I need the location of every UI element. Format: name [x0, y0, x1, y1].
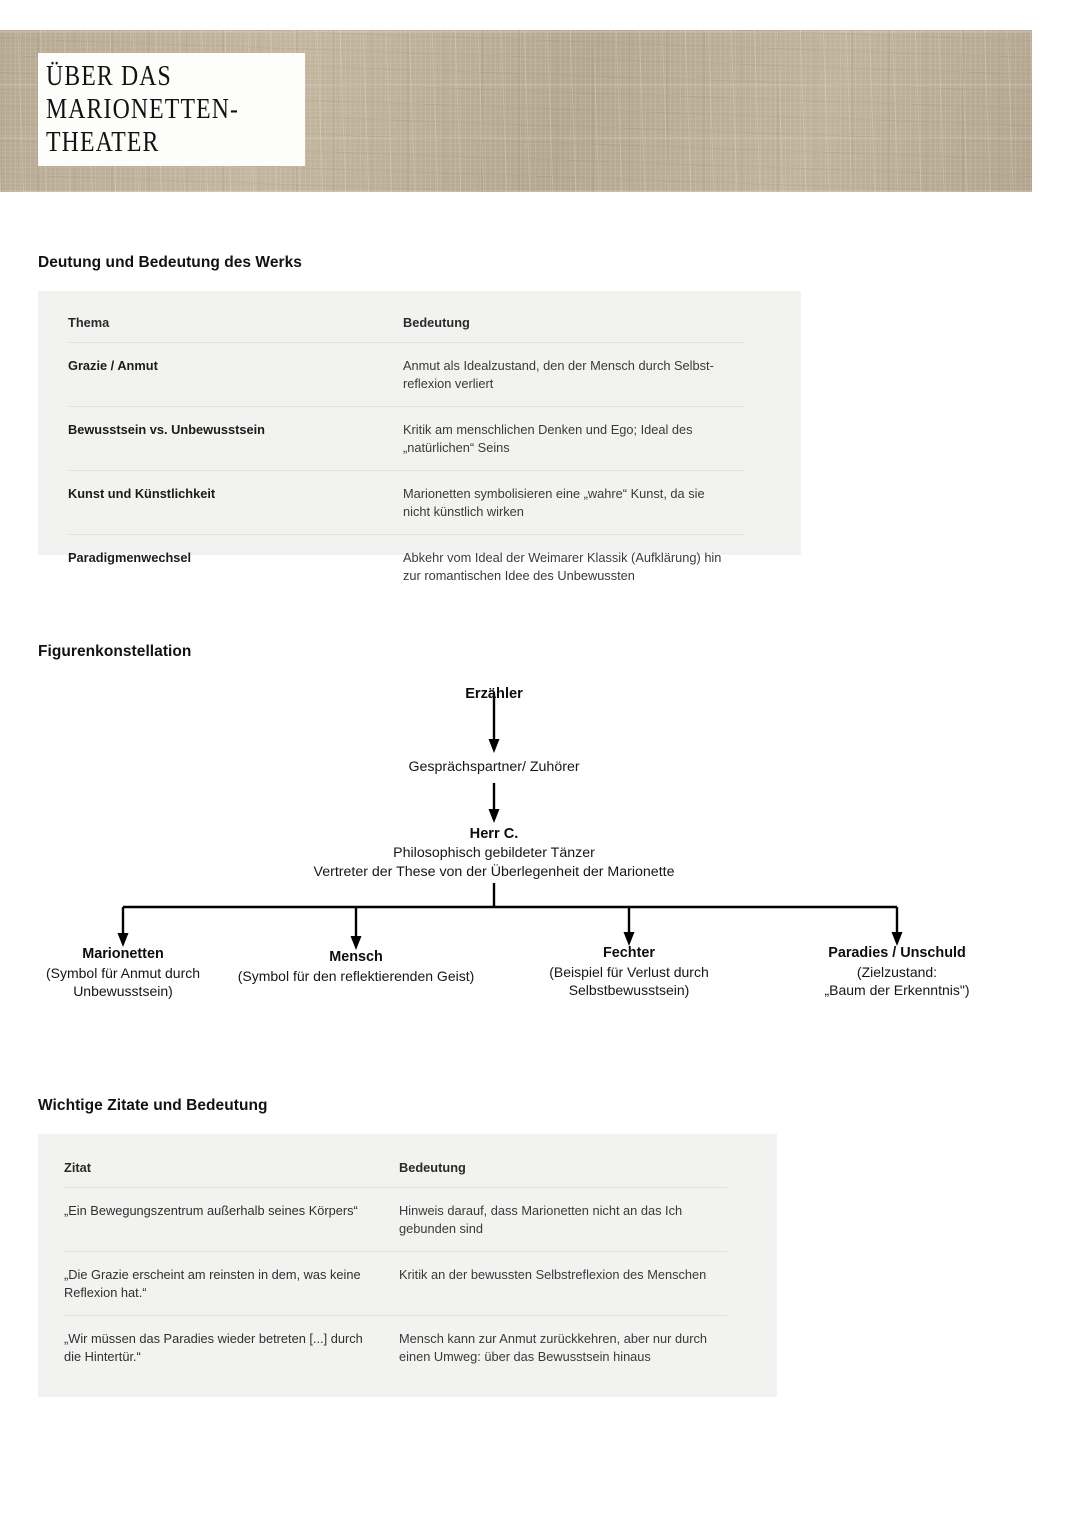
table-zitate: Zitat Bedeutung „Ein Bewegungszentrum au…	[64, 1160, 727, 1379]
panel-deutung: Thema Bedeutung Grazie / Anmut Anmut als…	[38, 291, 801, 583]
diagram-connectors	[117, 693, 903, 950]
title-line-3: THEATER	[46, 127, 160, 158]
node-erzaehler: Erzähler	[394, 685, 594, 704]
cell-thema: Bewusstsein vs. Unbewusstsein	[68, 406, 403, 471]
section-heading-deutung: Deutung und Bedeutung des Werks	[38, 254, 302, 271]
leaf-fechter: Fechter (Beispiel für Verlust durch Selb…	[519, 944, 739, 1000]
table-row: Grazie / Anmut Anmut als Idealzustand, d…	[68, 342, 745, 407]
leaf-marionetten: Marionetten (Symbol für Anmut durch Unbe…	[13, 945, 233, 1001]
cell-bedeutung: Mensch kann zur Anmut zurückkehren, aber…	[399, 1331, 707, 1364]
document-title-box: ÜBER DAS MARIONETTEN- THEATER	[38, 53, 305, 166]
table-deutung: Thema Bedeutung Grazie / Anmut Anmut als…	[68, 315, 745, 598]
cell-bedeutung: Marionetten symbolisieren eine „wahre“ K…	[403, 470, 745, 535]
leaf-paradies-desc-2: „Baum der Erkenntnis")	[824, 982, 970, 998]
cell-bedeutung: Hinweis darauf, dass Marionetten nicht a…	[399, 1187, 727, 1252]
table-row: Bewusstsein vs. Unbewusstsein Kritik am …	[68, 406, 745, 471]
column-header-bedeutung: Bedeutung	[399, 1160, 727, 1188]
leaf-mensch-desc-1: (Symbol für den reflektierenden Geist)	[237, 967, 475, 984]
table-row: „Die Grazie erscheint am reinsten in dem…	[64, 1251, 727, 1316]
leaf-mensch-title: Mensch	[329, 949, 383, 965]
cell-zitat: „Die Grazie erscheint am reinsten in dem…	[64, 1251, 399, 1316]
cell-thema: Kunst und Künstlichkeit	[68, 470, 403, 535]
node-herr-c: Herr C. Philosophisch gebildeter Tänzer …	[194, 825, 794, 882]
leaf-mensch: Mensch (Symbol für den reflektierenden G…	[216, 948, 496, 985]
node-herr-c-subtitle-1: Philosophisch gebildeter Tänzer	[393, 845, 595, 861]
cell-thema: Grazie / Anmut	[68, 342, 403, 407]
node-herr-c-title: Herr C.	[469, 826, 519, 842]
figurenkonstellation-diagram: Erzähler Gesprächspartner/ Zuhörer Herr …	[0, 675, 1080, 1020]
node-gespraechspartner-label: Gesprächspartner/ Zuhörer	[408, 759, 580, 775]
leaf-marionetten-desc-2: Unbewusstsein)	[73, 983, 173, 999]
node-herr-c-subtitle-2: Vertreter der These von der Überlegenhei…	[313, 864, 675, 880]
table-header-row: Thema Bedeutung	[68, 315, 745, 343]
panel-zitate: Zitat Bedeutung „Ein Bewegungszentrum au…	[38, 1134, 777, 1397]
leaf-paradies-desc-1: (Zielzustand:	[856, 963, 938, 980]
leaf-paradies-title: Paradies / Unschuld	[828, 945, 966, 961]
cell-bedeutung: Anmut als Idealzustand, den der Mensch d…	[403, 342, 745, 407]
cell-zitat: „Ein Bewegungszentrum außerhalb seines K…	[64, 1187, 399, 1252]
leaf-fechter-title: Fechter	[603, 945, 655, 961]
column-header-thema: Thema	[68, 315, 403, 343]
leaf-fechter-desc-2: Selbstbewusstsein)	[568, 982, 690, 998]
leaf-marionetten-title: Marionetten	[82, 946, 164, 962]
table-row: „Wir müssen das Paradies wieder betreten…	[64, 1316, 727, 1380]
leaf-paradies-unschuld: Paradies / Unschuld (Zielzustand: „Baum …	[777, 944, 1017, 1000]
table-header-row: Zitat Bedeutung	[64, 1160, 727, 1188]
leaf-fechter-desc-1: (Beispiel für Verlust durch	[549, 963, 709, 980]
table-row: „Ein Bewegungszentrum außerhalb seines K…	[64, 1187, 727, 1252]
cell-bedeutung: Kritik am menschlichen Denken und Ego; I…	[403, 406, 745, 471]
title-line-2: MARIONETTEN-	[46, 94, 240, 125]
cell-thema: Paradigmenwechsel	[68, 550, 192, 565]
column-header-bedeutung: Bedeutung	[403, 315, 745, 343]
cell-bedeutung: Abkehr vom Ideal der Weimarer Klassik (A…	[403, 550, 722, 583]
table-row: Kunst und Künstlichkeit Marionetten symb…	[68, 470, 745, 535]
node-erzaehler-title: Erzähler	[465, 686, 523, 702]
title-line-1: ÜBER DAS	[46, 61, 172, 92]
cell-bedeutung: Kritik an der bewussten Selbstreflexion …	[399, 1251, 727, 1316]
column-header-zitat: Zitat	[64, 1160, 399, 1188]
section-heading-zitate: Wichtige Zitate und Bedeutung	[38, 1097, 268, 1114]
section-heading-figurenkonstellation: Figurenkonstellation	[38, 643, 192, 660]
node-gespraechspartner: Gesprächspartner/ Zuhörer	[344, 758, 644, 777]
cell-zitat: „Wir müssen das Paradies wieder betreten…	[64, 1331, 363, 1364]
table-row: Paradigmenwechsel Abkehr vom Ideal der W…	[68, 535, 745, 599]
leaf-marionetten-desc-1: (Symbol für Anmut durch	[45, 964, 201, 981]
